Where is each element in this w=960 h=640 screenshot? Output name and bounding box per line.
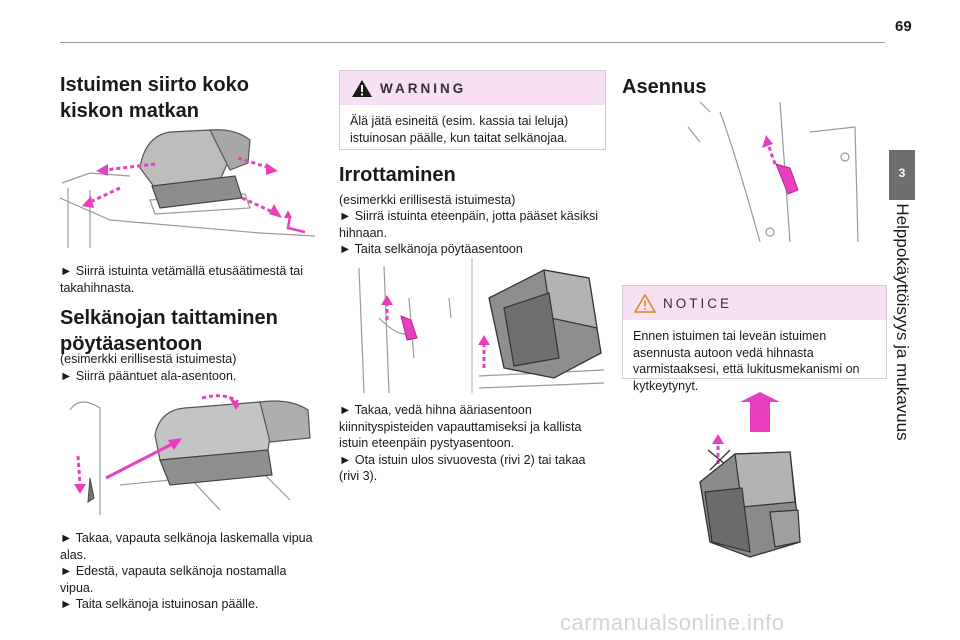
step-pull-strap: ► Takaa, vedä hihna ääriasentoon kiinnit… (339, 403, 582, 450)
illustration-removal (339, 258, 604, 393)
header-divider (60, 42, 885, 43)
step-table-position: ► Taita selkänoja pöytäasentoon (339, 242, 523, 256)
section-title-installation: Asennus (622, 76, 707, 98)
notice-box: NOTICE Ennen istuimen tai leveän istuime… (622, 285, 887, 393)
step-rear-release: ► Takaa, vapauta selkänoja laskemalla vi… (60, 531, 313, 562)
notice-triangle-icon (634, 294, 656, 313)
steps-fold-backrest: ► Takaa, vapauta selkänoja laskemalla vi… (60, 530, 315, 613)
notice-label: NOTICE (663, 296, 733, 311)
step-fold-onto-seat: ► Taita selkänoja istuinosan päälle. (60, 597, 259, 611)
notice-header: NOTICE (623, 286, 886, 320)
warning-text: Älä jätä esineitä (esim. kassia tai lelu… (350, 114, 569, 145)
steps-removal-bottom: ► Takaa, vedä hihna ääriasentoon kiinnit… (339, 402, 604, 485)
warning-label: WARNING (380, 81, 467, 96)
watermark: carmanualsonline.info (560, 610, 785, 635)
section-title-removal: Irrottaminen (339, 164, 456, 186)
illustration-installation-seat (680, 392, 820, 562)
chapter-number: 3 (898, 166, 906, 180)
illustration-seat-slide (60, 128, 320, 248)
illustration-installation-strap (680, 102, 880, 252)
step-headrests: ► Siirrä pääntuet ala-asentoon. (60, 369, 237, 383)
chapter-title: Helppokäyttöisyys ja mukavuus (893, 203, 912, 441)
warning-triangle-icon (352, 80, 372, 97)
step-seat-slide: ► Siirrä istuinta vetämällä etusäätimest… (60, 264, 304, 295)
section-title-fold-backrest: Selkänojan taittaminen pöytäasentoon (60, 307, 278, 355)
warning-box: WARNING Älä jätä esineitä (esim. kassia … (339, 70, 606, 150)
section-title-seat-slide: Istuimen siirto koko kiskon matkan (60, 74, 249, 122)
chapter-tab[interactable] (889, 150, 915, 200)
steps-removal-top: ► Siirrä istuinta eteenpäin, jotta pääse… (339, 208, 604, 258)
step-take-out: ► Ota istuin ulos sivuovesta (rivi 2) ta… (339, 452, 586, 484)
notice-text: Ennen istuimen tai leveän istuimen asenn… (633, 329, 860, 393)
step-front-release: ► Edestä, vapauta selkänoja nostamalla v… (60, 564, 287, 595)
step-move-forward: ► Siirrä istuinta eteenpäin, jotta pääse… (339, 209, 599, 240)
note-removal: (esimerkki erillisestä istuimesta) (339, 193, 516, 207)
page-number: 69 (895, 18, 912, 35)
warning-header: WARNING (340, 71, 605, 105)
illustration-fold-backrest (60, 390, 320, 515)
note-fold-backrest: (esimerkki erillisestä istuimesta) (60, 352, 237, 366)
